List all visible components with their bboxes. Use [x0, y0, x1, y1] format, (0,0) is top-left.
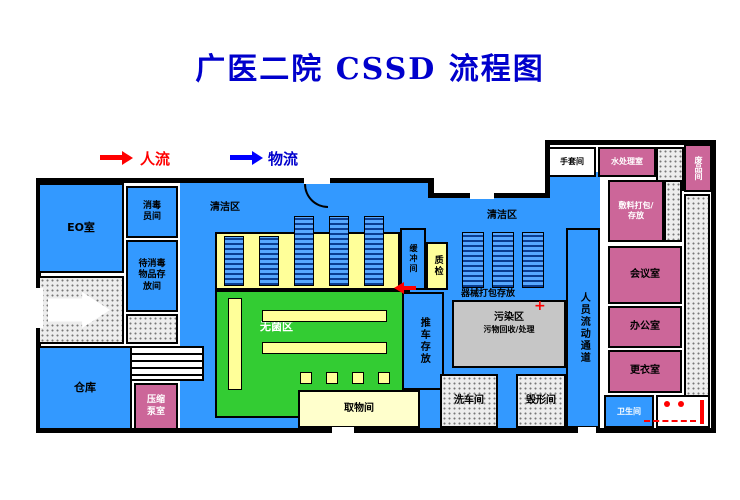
room-water-treatment: 水处理室: [598, 147, 656, 177]
stairs: [126, 346, 204, 381]
worktable-yellow: [352, 372, 364, 384]
wall-segment: [36, 178, 434, 183]
room-toilet: 卫生间: [604, 395, 654, 428]
room-compression-pump-label: 压缩泵室: [146, 395, 165, 417]
door-opening: [470, 192, 494, 199]
room-disinfection-staff: 消毒员间: [126, 186, 178, 238]
contaminated-area-label: 污染区: [494, 312, 524, 323]
fixture-marker-icon: [678, 401, 684, 407]
room-glove: 手套间: [548, 147, 596, 177]
fixture-marker-icon: [700, 400, 704, 424]
worktable-yellow: [300, 372, 312, 384]
room-contaminated-area: 污染区 污物回收/处理: [452, 300, 566, 368]
personnel-corridor-label: 人员流动通道: [578, 292, 590, 364]
clean-area-right-label: 清洁区: [487, 210, 517, 221]
right-service-corridor: [684, 194, 710, 428]
instrument-packing-label: 器械打包存放: [461, 289, 516, 299]
room-quality-check-label: 质检: [432, 255, 443, 277]
room-buffer-label: 缓冲间: [409, 244, 418, 274]
clean-area-left-label: 清洁区: [210, 202, 240, 213]
material-flow-arrow-icon: [230, 155, 252, 160]
room-pickup-label: 取物间: [344, 402, 374, 414]
sterile-area-label: 无菌区: [260, 320, 293, 333]
room-quality-check: 质检: [426, 242, 448, 290]
room-disinfection-staff-label: 消毒员间: [142, 200, 161, 222]
room-meeting-label: 会议室: [630, 268, 660, 280]
room-pickup: 取物间: [298, 390, 420, 428]
material-flow-label: 物流: [268, 150, 299, 168]
red-cross-marker: +: [534, 298, 546, 314]
qc-flow-arrow-icon: [404, 286, 416, 290]
room-eo-label: EO室: [67, 221, 95, 235]
room-cart-storage: 推车存放: [402, 292, 444, 390]
door-opening: [304, 177, 330, 184]
worktable-blue: [224, 236, 244, 286]
wall-segment: [428, 178, 434, 198]
room-cart-storage-label: 推车存放: [418, 317, 430, 365]
worktable-blue: [364, 216, 384, 286]
room-compression-pump: 压缩泵室: [134, 383, 178, 430]
room-water-treatment-label: 水处理室: [611, 157, 643, 166]
room-buffer: 缓冲间: [400, 228, 426, 290]
worktable-blue: [462, 232, 484, 288]
worktable-blue: [522, 232, 544, 288]
duct-space: [664, 180, 682, 242]
qc-flow-arrowhead-icon: [394, 282, 404, 294]
room-awaiting-disinfection-storage-label: 待消毒物品存放间: [138, 259, 166, 292]
room-awaiting-disinfection-storage: 待消毒物品存放间: [126, 240, 178, 312]
room-eo: EO室: [38, 183, 124, 273]
room-cart-wash: 洗车间: [440, 374, 498, 428]
worktable-yellow: [262, 342, 387, 354]
fixture-marker-icon: [664, 401, 670, 407]
room-office: 办公室: [608, 306, 682, 348]
worktable-blue: [259, 236, 279, 286]
room-changing-label: 更衣室: [630, 365, 660, 377]
room-meeting: 会议室: [608, 246, 682, 304]
worktable-blue: [294, 216, 314, 286]
room-warehouse: 仓库: [38, 346, 132, 430]
room-destruction: 毁形间: [516, 374, 566, 428]
lobby-area: [126, 314, 178, 344]
entrance-opening: [34, 288, 43, 328]
room-office-label: 办公室: [630, 320, 660, 332]
wall-segment: [545, 140, 716, 145]
room-dressing-packing-label: 敷料打包/存放: [618, 201, 654, 220]
wall-segment: [36, 428, 716, 433]
worktable-yellow: [262, 310, 387, 322]
people-flow-arrowhead-icon: [122, 150, 133, 165]
room-personnel-corridor: 人员流动通道: [566, 228, 600, 428]
worktable-yellow: [378, 372, 390, 384]
worktable-blue: [329, 216, 349, 286]
red-dashed-marking: [644, 420, 696, 422]
wall-segment: [711, 140, 716, 433]
worktable-blue: [492, 232, 514, 288]
room-dressing-packing: 敷料打包/存放: [608, 180, 664, 242]
people-flow-arrow-icon: [100, 155, 122, 160]
room-destruction-label: 毁形间: [526, 394, 556, 406]
room-waste-label: 废品间: [694, 156, 703, 180]
room-glove-label: 手套间: [560, 157, 584, 166]
material-flow-arrowhead-icon: [252, 150, 263, 165]
room-waste: 废品间: [684, 144, 712, 192]
door-opening: [332, 427, 354, 434]
door-opening: [578, 427, 596, 434]
room-toilet-label: 卫生间: [617, 406, 641, 416]
waste-processing-label: 污物回收/处理: [483, 324, 535, 334]
room-cart-wash-label: 洗车间: [454, 394, 484, 406]
page-title: 广医二院 CSSD 流程图: [195, 52, 545, 87]
wall-segment: [545, 142, 550, 195]
people-flow-label: 人流: [140, 150, 171, 168]
room-warehouse-label: 仓库: [74, 381, 96, 395]
worktable-yellow: [228, 298, 242, 390]
worktable-yellow: [326, 372, 338, 384]
room-changing: 更衣室: [608, 350, 682, 393]
